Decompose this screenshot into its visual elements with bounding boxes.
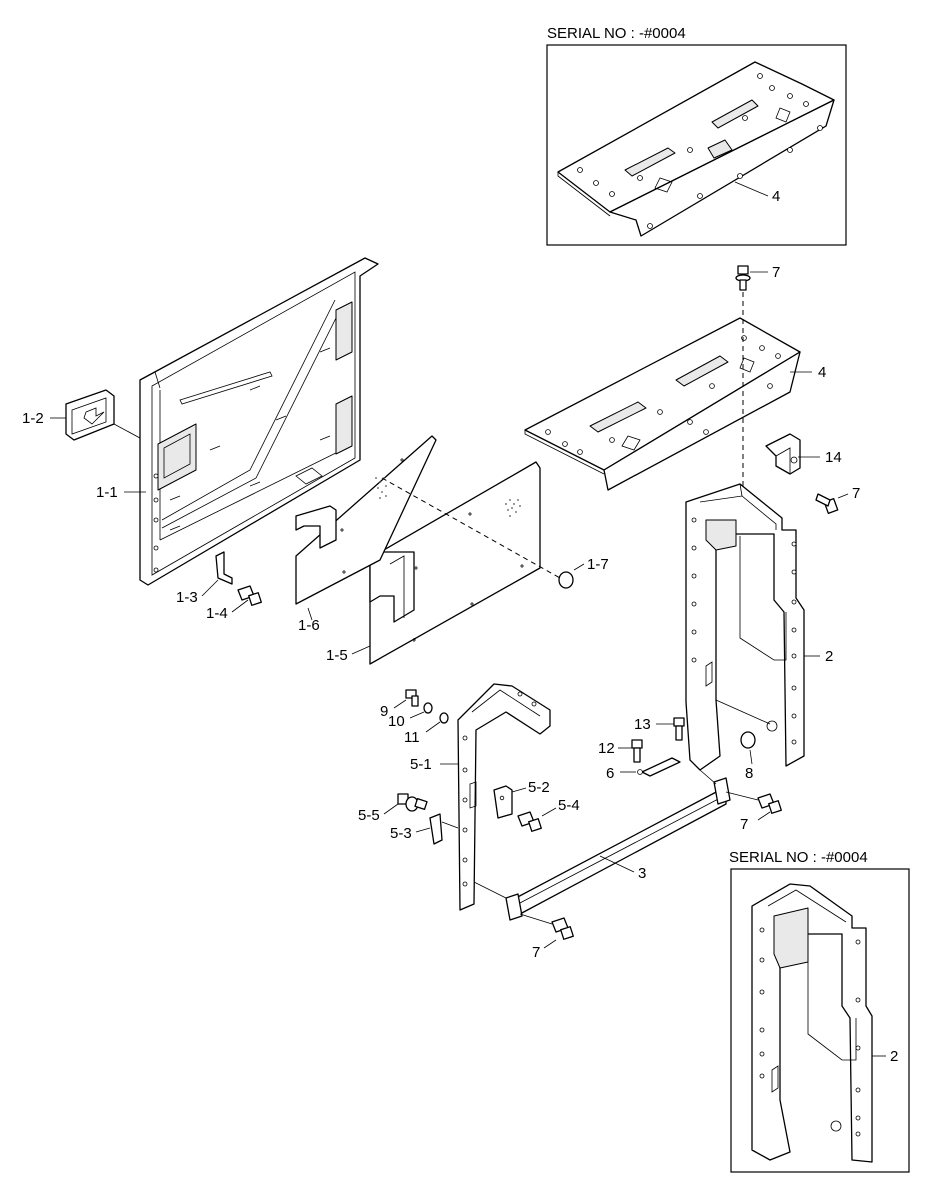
panel-1-5: 1-5 xyxy=(326,461,541,665)
handle-1-2: 1-2 xyxy=(22,389,141,441)
bolt-13: 13 xyxy=(634,716,685,741)
callout-6: 6 xyxy=(606,765,614,782)
inset-plate-frame xyxy=(546,44,847,246)
panel-1-6: 1-6 xyxy=(295,435,437,634)
bolt-5-4: 5-4 xyxy=(517,797,580,832)
callout-1-2: 1-2 xyxy=(22,410,44,427)
screw-1-4: 1-4 xyxy=(206,585,262,622)
washer-11: 11 xyxy=(404,712,449,746)
callout-5-3: 5-3 xyxy=(390,825,412,842)
inset-plate-drawing xyxy=(557,61,835,237)
callout-1-6: 1-6 xyxy=(298,617,320,634)
callout-1-4: 1-4 xyxy=(206,605,228,622)
bolt-5-5: 5-5 xyxy=(358,793,428,824)
inset-plate-header: SERIAL NO : -#0004 xyxy=(547,25,686,42)
bracket-14: 14 xyxy=(765,433,842,475)
bolt-7-bottom: 7 xyxy=(519,913,574,961)
callout-13: 13 xyxy=(634,716,651,733)
inset-frame-drawing xyxy=(751,883,873,1163)
callout-5-1: 5-1 xyxy=(410,756,432,773)
callout-4-inset: 4 xyxy=(772,188,780,205)
frame-5-1: 5-1 xyxy=(410,683,551,911)
callout-7-right: 7 xyxy=(740,816,748,833)
plug-1-7: 1-7 xyxy=(558,556,609,589)
callout-1-5: 1-5 xyxy=(326,647,348,664)
callout-7-top: 7 xyxy=(772,264,780,281)
frame-2: 2 xyxy=(685,483,833,771)
callout-10: 10 xyxy=(388,713,405,730)
grommet-8: 8 xyxy=(740,731,756,782)
callout-5-4: 5-4 xyxy=(558,797,580,814)
bolt-7-bracket: 7 xyxy=(815,485,860,514)
plate-assembly: 4 xyxy=(524,317,826,491)
callout-1-7: 1-7 xyxy=(587,556,609,573)
bolt-9: 9 xyxy=(380,689,419,720)
latch-6: 6 xyxy=(606,757,681,782)
callout-8: 8 xyxy=(745,765,753,782)
callout-14: 14 xyxy=(825,449,842,466)
crossbar-3: 3 xyxy=(505,777,731,921)
washer-10: 10 xyxy=(388,702,433,730)
callout-7-bottom: 7 xyxy=(532,944,540,961)
bracket-5-2: 5-2 xyxy=(493,779,550,819)
inset-frame-frame xyxy=(730,868,910,1173)
bolt-7-top: 7 xyxy=(735,264,780,291)
clip-1-3: 1-3 xyxy=(176,551,233,606)
inset-frame: SERIAL NO : -#0004 2 xyxy=(729,849,910,1173)
callout-5-2: 5-2 xyxy=(528,779,550,796)
callout-2: 2 xyxy=(825,648,833,665)
callout-1-3: 1-3 xyxy=(176,589,198,606)
inset-plate: SERIAL NO : -#0004 4 xyxy=(546,25,847,246)
callout-3: 3 xyxy=(638,865,646,882)
callout-7-bracket: 7 xyxy=(852,485,860,502)
callout-2-inset: 2 xyxy=(890,1048,898,1065)
bracket-5-3: 5-3 xyxy=(390,813,459,845)
callout-12: 12 xyxy=(598,740,615,757)
bolt-12: 12 xyxy=(598,739,643,763)
callout-1-1: 1-1 xyxy=(96,484,118,501)
bolt-7-right: 7 xyxy=(725,791,782,833)
callout-4: 4 xyxy=(818,364,826,381)
inset-frame-header: SERIAL NO : -#0004 xyxy=(729,849,868,866)
callout-11: 11 xyxy=(404,729,420,746)
callout-9: 9 xyxy=(380,703,388,720)
callout-5-5: 5-5 xyxy=(358,807,380,824)
door-assembly xyxy=(139,257,379,586)
